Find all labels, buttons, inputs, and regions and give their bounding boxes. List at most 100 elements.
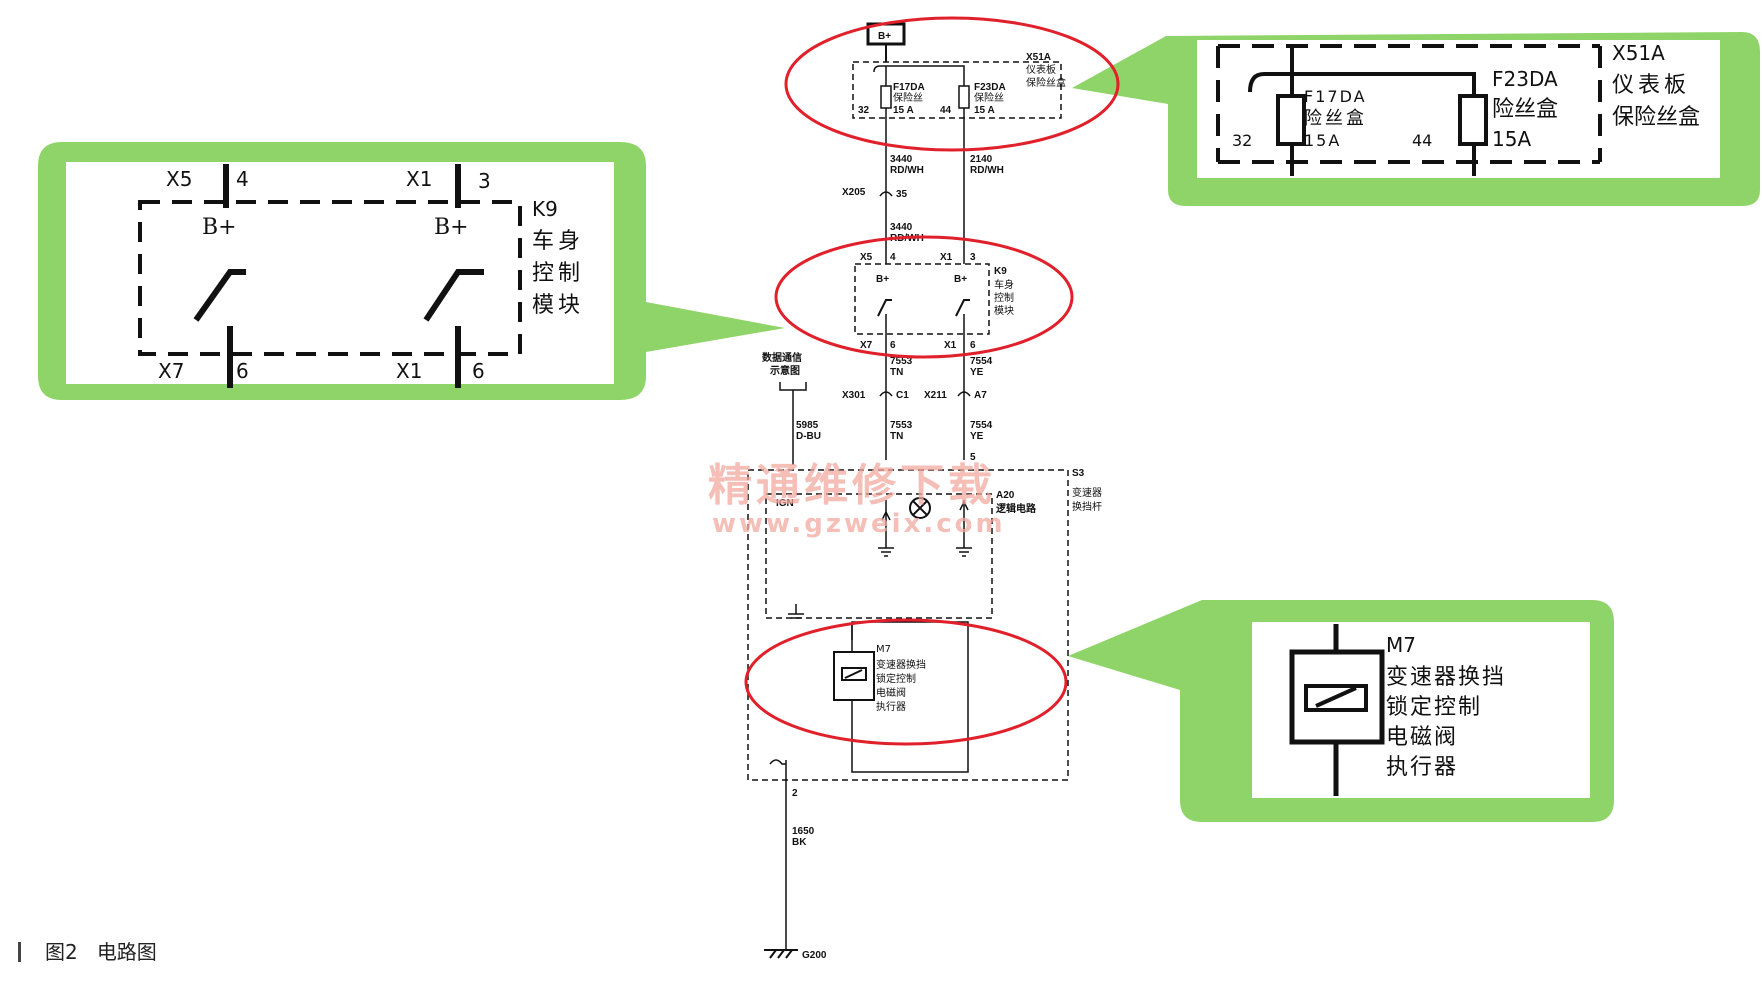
wire-3440-num: 3440 — [890, 154, 913, 165]
x301-pin: C1 — [896, 390, 909, 401]
callout-fuse2-id: F23DA — [1492, 67, 1558, 91]
k9-x1a: X1 — [940, 252, 953, 263]
x205-name: X205 — [842, 187, 866, 198]
wire-5985-color: D-BU — [796, 431, 821, 442]
callout-fuse1-id: F17DA — [1304, 87, 1367, 106]
supply-bplus: B+ — [878, 31, 891, 42]
pin-5: 5 — [970, 452, 976, 463]
k9-p6a: 6 — [890, 340, 896, 351]
highlight-m7 — [744, 618, 1068, 746]
fuse1-pin: 32 — [858, 105, 870, 116]
s3-name-2: 换挡杆 — [1072, 500, 1102, 513]
watermark: 精通维修下载 www.gzweix.com — [708, 460, 1006, 539]
wire-3440b-num: 3440 — [890, 222, 913, 233]
caption-bar — [18, 942, 21, 962]
highlight-k9 — [774, 235, 1074, 359]
a20-id: A20 — [996, 490, 1015, 501]
fuse-box-name-1: 仪表板 — [1026, 63, 1056, 76]
callout-fuse-box-name-1: 仪表板 — [1612, 73, 1690, 98]
caption-label: 图2 — [45, 940, 78, 964]
callout-k9-name-2: 控制 — [532, 261, 584, 286]
wire-7553a-color: TN — [890, 367, 903, 378]
ign-label: IGN — [776, 498, 794, 509]
callout-k9-id: K9 — [532, 197, 558, 221]
x205-pin: 35 — [896, 189, 908, 200]
s3-name-1: 变速器 — [1072, 486, 1102, 499]
fuse-box-id: X51A — [1026, 52, 1051, 63]
a20-logic: 逻辑电路 — [996, 502, 1037, 515]
callout-fuse1-name: 险丝盒 — [1304, 108, 1367, 129]
k9-name-3: 模块 — [994, 305, 1014, 317]
k9-p6b: 6 — [970, 340, 976, 351]
x211-name: X211 — [924, 390, 947, 401]
wire-7553a-num: 7553 — [890, 356, 913, 367]
wire-7554a-num: 7554 — [970, 356, 993, 367]
callout-k9-x7: X7 — [158, 359, 184, 383]
callout-m7-name-1: 变速器换挡 — [1386, 665, 1506, 690]
k9-x7: X7 — [860, 340, 873, 351]
fuse2-pin: 44 — [940, 105, 952, 116]
callout-k9-p6b: 6 — [472, 359, 485, 383]
callout-fuse-box-name-2: 保险丝盒 — [1612, 105, 1700, 130]
highlight-ellipses — [744, 16, 1120, 746]
callout-fuse-box-id: X51A — [1612, 41, 1665, 65]
wire-7554b-num: 7554 — [970, 420, 993, 431]
callout-k9-name-1: 车身 — [532, 229, 584, 254]
callout-body-control-module: X5 4 X1 3 B+ B+ X7 6 X1 6 K9 车身 控制 模块 — [38, 142, 785, 400]
callout-pin-44: 44 — [1412, 131, 1432, 150]
watermark-cn: 精通维修下载 — [708, 460, 996, 511]
callout-fuse2-rating: 15A — [1492, 127, 1531, 151]
fuse2-name: 保险丝 — [974, 91, 1004, 104]
callout-k9-x1b: X1 — [396, 359, 422, 383]
callout-pin-32: 32 — [1232, 131, 1252, 150]
callout-k9-p4: 4 — [236, 167, 249, 191]
callout-k9-p3: 3 — [478, 169, 491, 193]
callout-k9-p6a: 6 — [236, 359, 249, 383]
fuse2-rating: 15 A — [974, 105, 995, 116]
ground-g200: G200 — [802, 950, 827, 961]
s3-id: S3 — [1072, 468, 1085, 479]
watermark-url: www.gzweix.com — [712, 509, 1006, 539]
figure-caption: 图2 电路图 — [18, 936, 157, 965]
m7-name-3: 电磁阀 — [876, 686, 906, 699]
x301-name: X301 — [842, 390, 866, 401]
m7-id: M7 — [876, 644, 891, 655]
main-schematic — [747, 22, 1069, 959]
fuse-box-name-2: 保险丝盒 — [1026, 76, 1066, 89]
wire-5985-num: 5985 — [796, 420, 819, 431]
k9-name-2: 控制 — [994, 291, 1014, 304]
k9-bplus-left: B+ — [876, 274, 889, 285]
x211-pin: A7 — [974, 390, 987, 401]
fuse1-name: 保险丝 — [893, 91, 923, 104]
callout-k9-bplus-left: B+ — [202, 215, 237, 240]
fuse1-rating: 15 A — [893, 105, 914, 116]
wire-1650-color: BK — [792, 837, 807, 848]
m7-name-4: 执行器 — [876, 700, 906, 713]
k9-bplus-right: B+ — [954, 274, 967, 285]
callout-k9-x1a: X1 — [406, 167, 432, 191]
fuse2-id: F23DA — [974, 82, 1006, 93]
caption-title: 电路图 — [96, 940, 157, 964]
k9-x1b: X1 — [944, 340, 957, 351]
callout-m7-solenoid: M7 变速器换挡 锁定控制 电磁阀 执行器 — [1068, 600, 1614, 822]
data-comm-1: 数据通信 — [762, 351, 802, 364]
callout-m7-name-4: 执行器 — [1386, 755, 1458, 780]
main-schematic-labels: B+ X51A 仪表板 保险丝盒 F17DA 保险丝 15 A 32 F23DA… — [762, 31, 1102, 961]
fuse1-id: F17DA — [893, 82, 925, 93]
wire-7553b-num: 7553 — [890, 420, 913, 431]
m7-name-1: 变速器换挡 — [876, 658, 926, 671]
wire-7554a-color: YE — [970, 367, 984, 378]
k9-x5: X5 — [860, 252, 873, 263]
k9-p4: 4 — [890, 252, 896, 263]
callout-fuse2-name: 险丝盒 — [1492, 97, 1558, 122]
k9-p3: 3 — [970, 252, 976, 263]
m7-name-2: 锁定控制 — [876, 672, 916, 685]
callout-fuse-box: F17DA 险丝盒 15A 32 44 F23DA 险丝盒 15A X51A 仪… — [1072, 32, 1760, 206]
wire-2140-color: RD/WH — [970, 165, 1004, 176]
wire-7554b-color: YE — [970, 431, 984, 442]
data-comm-2: 示意图 — [770, 364, 800, 377]
callout-m7-id: M7 — [1386, 633, 1416, 657]
k9-id: K9 — [994, 266, 1007, 277]
wire-1650-num: 1650 — [792, 826, 815, 837]
